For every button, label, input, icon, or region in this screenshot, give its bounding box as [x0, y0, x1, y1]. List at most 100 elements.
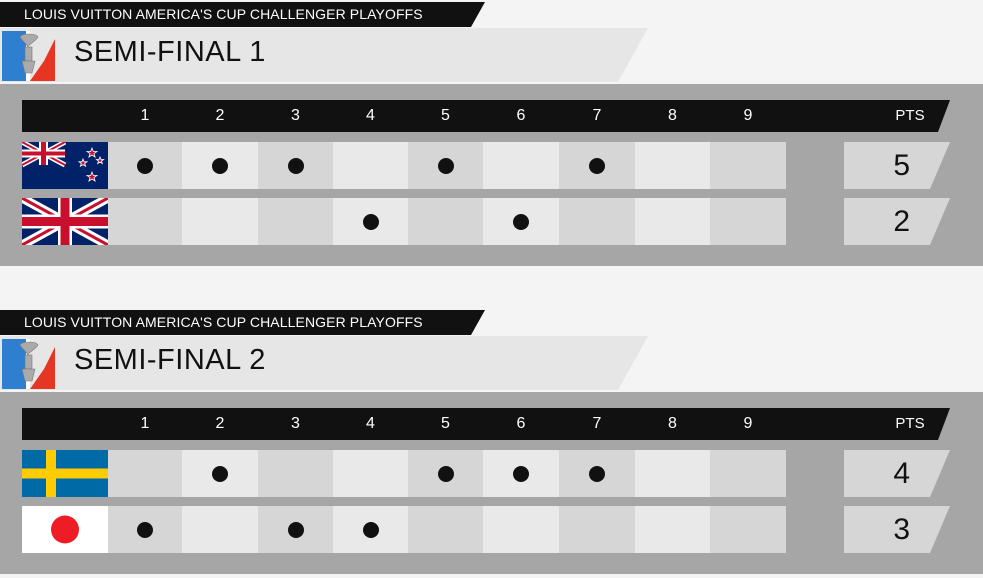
race-result-cell [559, 142, 635, 189]
race-result-cell [710, 198, 786, 245]
race-win-dot [137, 157, 153, 174]
race-number-header: 5 [441, 415, 450, 432]
race-result-cell [333, 450, 408, 497]
americas-cup-logo-icon [2, 339, 55, 389]
race-result-cell [710, 142, 786, 189]
race-number-header: 7 [592, 107, 602, 124]
race-win-dot [287, 521, 304, 538]
race-win-dot [362, 521, 379, 538]
team-row: 5 [22, 142, 950, 189]
race-number-header: 3 [291, 415, 300, 432]
united-kingdom-flag-icon [22, 198, 108, 245]
race-result-cell [108, 506, 182, 553]
team-row: 2 [22, 198, 950, 245]
race-result-cell [333, 506, 408, 553]
points-cell: 5 [844, 142, 950, 189]
points-value: 4 [893, 457, 910, 490]
race-result-cell [258, 450, 333, 497]
race-number-header: 4 [366, 415, 375, 432]
points-header: PTS [895, 107, 925, 124]
sweden-flag-icon [22, 450, 108, 497]
new-zealand-flag-icon [22, 142, 108, 189]
race-result-cell [710, 450, 786, 497]
race-number-header: 5 [441, 107, 450, 124]
race-result-cell [258, 142, 333, 189]
race-result-cell [182, 506, 258, 553]
japan-flag-icon [22, 506, 108, 553]
event-header-bar: LOUIS VUITTON AMERICA'S CUP CHALLENGER P… [0, 310, 485, 335]
race-number-header: 2 [215, 107, 225, 124]
team-flag [22, 450, 108, 497]
points-value: 5 [893, 149, 910, 182]
race-result-cell [559, 450, 635, 497]
race-result-cell [635, 450, 710, 497]
points-cell: 2 [844, 198, 950, 245]
title-bar: SEMI-FINAL 2 [0, 336, 648, 390]
team-row: 4 [22, 450, 950, 497]
race-win-dot [287, 157, 304, 174]
semi-final-title: SEMI-FINAL 1 [74, 36, 266, 68]
race-win-dot [589, 465, 605, 482]
standings-panel-1: LOUIS VUITTON AMERICA'S CUP CHALLENGER P… [0, 0, 983, 270]
race-win-dot [137, 521, 153, 538]
race-win-dot [437, 157, 454, 174]
race-result-cell [108, 450, 182, 497]
standings-panel-2: LOUIS VUITTON AMERICA'S CUP CHALLENGER P… [0, 308, 983, 578]
race-result-cell [108, 198, 182, 245]
team-flag [22, 506, 108, 553]
points-header: PTS [895, 415, 925, 432]
race-result-cell [333, 142, 408, 189]
team-flag [22, 142, 108, 189]
race-win-dot [513, 213, 529, 230]
points-value: 2 [893, 205, 910, 238]
race-win-dot [212, 157, 228, 174]
race-number-header: 1 [140, 415, 150, 432]
race-result-cell [483, 142, 559, 189]
race-number-header: 3 [291, 107, 300, 124]
race-number-header: 6 [516, 107, 526, 124]
race-result-cell [408, 198, 483, 245]
race-result-cell [258, 506, 333, 553]
race-result-cell [182, 142, 258, 189]
race-win-dot [513, 465, 529, 482]
points-cell: 4 [844, 450, 950, 497]
semi-final-title: SEMI-FINAL 2 [74, 344, 266, 376]
points-value: 3 [893, 513, 910, 546]
race-win-dot [589, 157, 605, 174]
race-result-cell [182, 450, 258, 497]
race-win-dot [362, 213, 379, 230]
race-result-cell [108, 142, 182, 189]
race-result-cell [635, 142, 710, 189]
race-result-cell [483, 450, 559, 497]
race-win-dot [212, 465, 228, 482]
points-cell: 3 [844, 506, 950, 553]
race-result-cell [182, 198, 258, 245]
race-number-header: 7 [592, 415, 602, 432]
race-number-header: 1 [140, 107, 150, 124]
team-flag [22, 198, 108, 245]
race-result-cell [258, 198, 333, 245]
race-result-cell [635, 506, 710, 553]
event-header-bar: LOUIS VUITTON AMERICA'S CUP CHALLENGER P… [0, 2, 485, 27]
race-result-cell [559, 198, 635, 245]
race-result-cell [333, 198, 408, 245]
race-result-cell [483, 506, 559, 553]
race-number-header: 4 [366, 107, 375, 124]
title-bar: SEMI-FINAL 1 [0, 28, 648, 82]
race-result-cell [408, 450, 483, 497]
race-result-cell [483, 198, 559, 245]
race-result-cell [408, 506, 483, 553]
race-result-cell [710, 506, 786, 553]
race-number-header: 9 [743, 415, 753, 432]
race-win-dot [437, 465, 454, 482]
race-result-cell [635, 198, 710, 245]
americas-cup-logo-icon [2, 31, 55, 81]
team-row: 3 [22, 506, 950, 553]
race-result-cell [559, 506, 635, 553]
race-result-cell [408, 142, 483, 189]
race-number-header: 9 [743, 107, 753, 124]
